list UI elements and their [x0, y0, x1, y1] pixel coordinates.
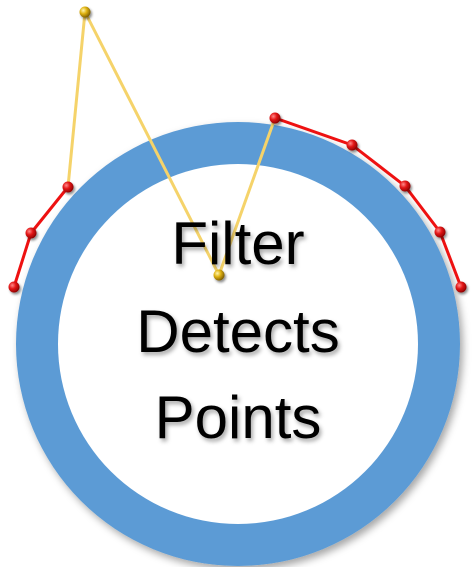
filter-ring [16, 122, 460, 566]
red-point [269, 112, 281, 124]
yellow-point [213, 269, 225, 281]
red-point [8, 281, 20, 293]
yellow-path [66, 10, 277, 277]
ring-inner [58, 164, 418, 524]
label-line-1: Filter [171, 210, 304, 277]
yellow-polyline [66, 10, 277, 277]
red-point [455, 281, 467, 293]
red-point [62, 181, 74, 193]
label-line-3: Points [155, 384, 322, 451]
yellow-point [79, 6, 91, 18]
detected-points [8, 6, 467, 293]
red-point [434, 226, 446, 238]
red-point [346, 139, 358, 151]
red-point [25, 227, 37, 239]
red-point [399, 180, 411, 192]
label-line-2: Detects [136, 298, 339, 365]
diagram-label: Filter Detects Points [136, 210, 339, 451]
